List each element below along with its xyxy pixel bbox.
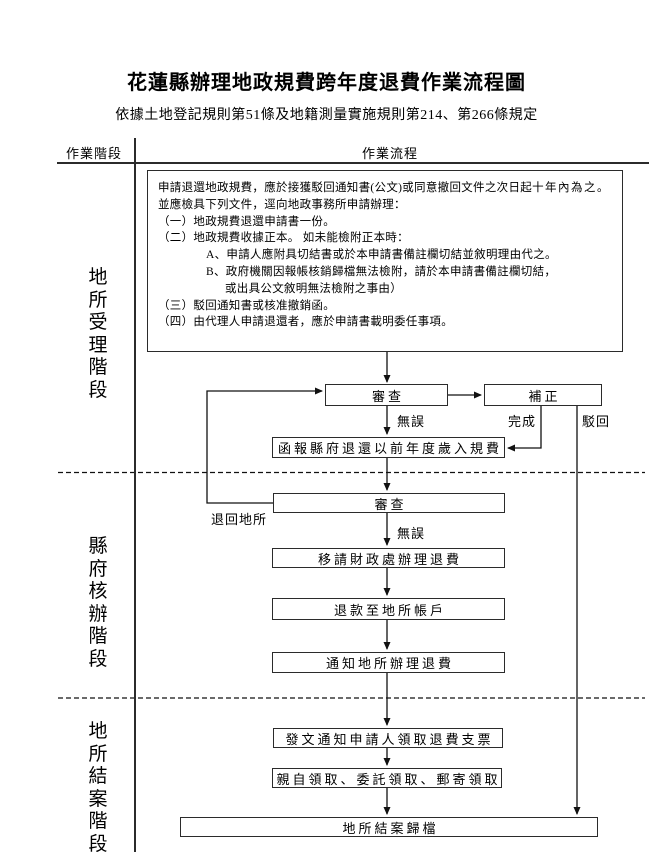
notice-line: 或出具公文敘明無法檢附之事由） bbox=[225, 282, 402, 295]
edge-label-reject: 駁回 bbox=[582, 414, 611, 429]
flow-box-pickup-methods: 親自領取、委託領取、郵寄領取 bbox=[272, 768, 502, 788]
column-divider-line bbox=[134, 138, 136, 852]
column-header-stage: 作業階段 bbox=[66, 146, 123, 161]
notice-line: （四）由代理人申請退還者，應於申請書載明委任事項。 bbox=[158, 316, 453, 329]
notice-line: A、申請人應附具切結書或於本申請書備註欄切結並敘明理由代之。 bbox=[206, 249, 557, 262]
flow-box-transfer-finance-dept: 移請財政處辦理退費 bbox=[272, 548, 505, 568]
application-notice-box: 申請退還地政規費，應於接獲駁回通知書(公文)或同意撤回文件之次日起十年內為之。 … bbox=[147, 170, 623, 352]
edge-label-complete: 完成 bbox=[508, 414, 537, 429]
stage-label-county-approval: 縣府核辦階段 bbox=[88, 536, 108, 670]
notice-line-emphasis: 十年內為之。 bbox=[532, 182, 611, 194]
page-title: 花蓮縣辦理地政規費跨年度退費作業流程圖 bbox=[127, 72, 526, 94]
stage-label-office-acceptance: 地所受理階段 bbox=[88, 267, 108, 401]
flow-box-report-to-county: 函報縣府退還以前年度歲入規費 bbox=[272, 437, 505, 458]
notice-line: B、政府機關因報帳核銷歸檔無法檢附，請於本申請書備註欄切結， bbox=[206, 265, 557, 278]
notice-line: 申請退還地政規費，應於接獲駁回通知書(公文)或同意撤回文件之次日起十年內為之。 bbox=[158, 180, 618, 197]
flow-box-notify-applicant-check: 發文通知申請人領取退費支票 bbox=[273, 728, 503, 748]
flow-box-review-county: 審查 bbox=[273, 493, 505, 513]
notice-line: （三）駁回通知書或核准撤銷函。 bbox=[158, 299, 335, 312]
edge-label-return-to-office: 退回地所 bbox=[211, 512, 268, 527]
notice-line: （二）地政規費收據正本。 如未能檢附正本時： bbox=[158, 232, 409, 245]
flow-box-review-office: 審查 bbox=[325, 384, 448, 406]
page-subtitle: 依據土地登記規則第51條及地籍測量實施規則第214、第266條規定 bbox=[115, 108, 538, 123]
header-underline bbox=[57, 162, 649, 164]
notice-line-text: 申請退還地政規費，應於接獲駁回通知書(公文)或同意撤回文件之次日起 bbox=[158, 182, 533, 194]
edge-label-no-error-1: 無誤 bbox=[397, 414, 426, 429]
edge-label-no-error-2: 無誤 bbox=[397, 526, 426, 541]
flow-box-notify-office: 通知地所辦理退費 bbox=[272, 652, 505, 673]
stage-label-office-closing: 地所結案階段 bbox=[88, 721, 108, 852]
notice-line: 並應檢具下列文件，逕向地政事務所申請辦理： bbox=[158, 198, 406, 211]
flow-box-correction: 補正 bbox=[484, 384, 602, 406]
notice-line: （一）地政規費退還申請書一份。 bbox=[158, 215, 335, 228]
column-header-flow: 作業流程 bbox=[361, 146, 418, 161]
flow-box-refund-to-office-account: 退款至地所帳戶 bbox=[272, 598, 505, 620]
flow-box-case-closed-archive: 地所結案歸檔 bbox=[180, 817, 598, 837]
